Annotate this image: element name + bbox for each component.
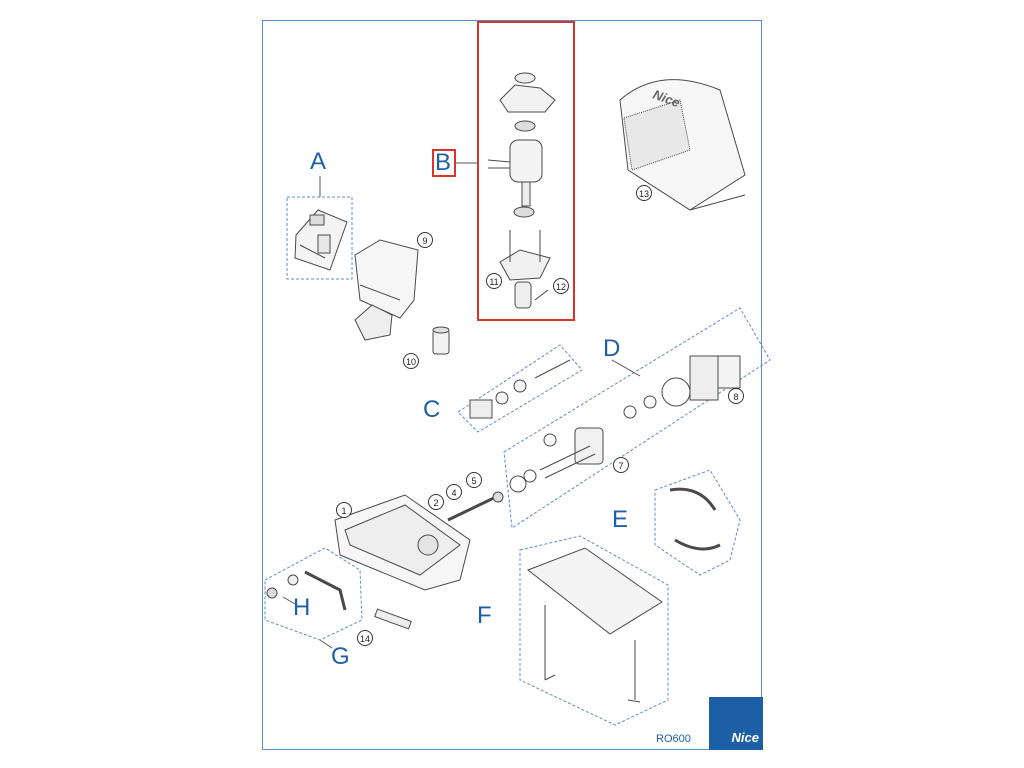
group-g-box bbox=[264, 547, 363, 641]
bracket-part-9 bbox=[354, 239, 419, 341]
callout-part-1: 1 bbox=[336, 502, 352, 518]
callout-part-14: 14 bbox=[357, 630, 373, 646]
callout-part-7: 7 bbox=[613, 457, 629, 473]
group-f-box bbox=[519, 535, 669, 726]
callout-part-11: 11 bbox=[486, 273, 502, 289]
callout-part-12: 12 bbox=[553, 278, 569, 294]
group-label-e: E bbox=[612, 506, 629, 533]
release-key-parts bbox=[266, 570, 347, 611]
callout-part-5: 5 bbox=[466, 472, 482, 488]
part-14-bar bbox=[374, 608, 412, 630]
callout-part-10: 10 bbox=[403, 353, 419, 369]
callout-part-8: 8 bbox=[728, 388, 744, 404]
group-label-d: D bbox=[603, 335, 621, 362]
brand-logo: Nice bbox=[731, 730, 759, 745]
callout-part-4: 4 bbox=[446, 484, 462, 500]
callout-part-9: 9 bbox=[417, 232, 433, 248]
release-handle-parts bbox=[669, 487, 721, 551]
group-b-label-frame bbox=[432, 149, 456, 177]
base-housing-part-1 bbox=[334, 494, 471, 591]
group-label-b: B bbox=[435, 149, 452, 176]
group-e-box bbox=[654, 469, 741, 576]
motor-assembly bbox=[487, 72, 556, 309]
shaft-parts bbox=[447, 491, 504, 522]
callout-part-13: 13 bbox=[636, 185, 652, 201]
group-d-parts bbox=[509, 355, 741, 493]
callout-part-2: 2 bbox=[428, 494, 444, 510]
group-label-g: G bbox=[331, 643, 350, 670]
control-board bbox=[294, 209, 348, 271]
group-d-box bbox=[503, 307, 771, 529]
group-label-f: F bbox=[477, 602, 492, 629]
group-c-parts bbox=[469, 359, 571, 419]
group-label-c: C bbox=[423, 396, 441, 423]
brand-logo-block: Nice bbox=[709, 697, 763, 750]
group-b-highlight bbox=[477, 21, 575, 321]
group-label-h: H bbox=[293, 594, 311, 621]
group-label-a: A bbox=[310, 148, 327, 175]
mounting-plate bbox=[526, 547, 663, 703]
cover-part-13 bbox=[619, 79, 746, 211]
group-c-box bbox=[457, 344, 583, 433]
capacitor-part-10 bbox=[432, 326, 450, 355]
model-code: RO600 bbox=[656, 733, 691, 745]
